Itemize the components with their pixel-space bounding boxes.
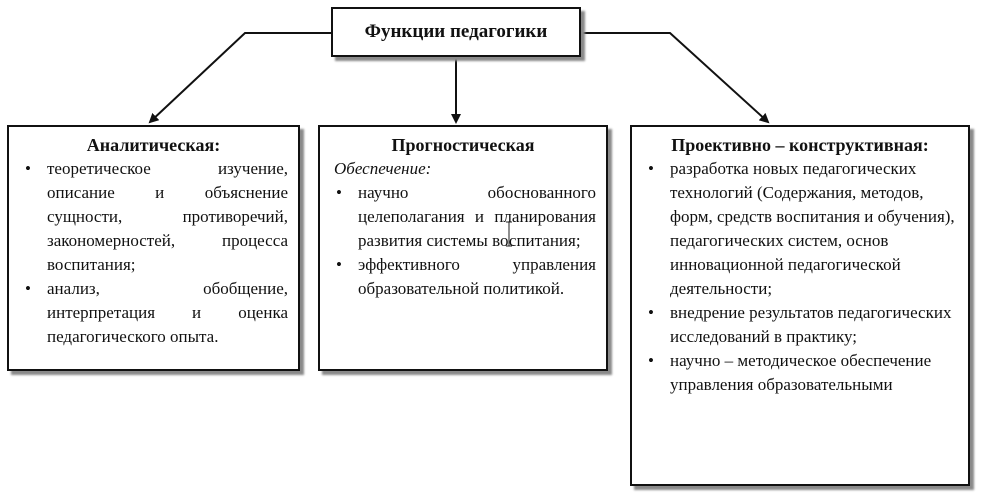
prognostic-function-box: Прогностическая Обеспечение: научно обос… xyxy=(318,125,608,371)
root-node: Функции педагогики xyxy=(331,7,581,57)
box-subtitle: Обеспечение: xyxy=(334,159,432,178)
list-item: разработка новых педагогических технолог… xyxy=(642,157,958,301)
i-beam-cursor-icon xyxy=(506,221,512,247)
list-item: теоретическое изучение, описание и объяс… xyxy=(19,157,288,277)
list-item: анализ, обобщение, интерпретация и оценк… xyxy=(19,277,288,349)
design-constructive-function-box: Проективно – конструктивная: разработка … xyxy=(630,125,970,486)
box-title: Прогностическая xyxy=(391,135,535,155)
box-title: Проективно – конструктивная: xyxy=(671,135,929,155)
list-item: внедрение результатов педагогических исс… xyxy=(642,301,958,349)
root-title: Функции педагогики xyxy=(364,21,548,42)
design-list: разработка новых педагогических технолог… xyxy=(642,157,958,397)
arrow-to-design xyxy=(583,32,770,124)
list-item: эффективного управления образовательной … xyxy=(330,253,596,301)
arrow-to-analytical xyxy=(148,32,331,124)
list-item: научно обоснованного целеполагания и пла… xyxy=(330,181,596,253)
list-item: научно – методическое обеспечение управл… xyxy=(642,349,958,397)
box-title: Аналитическая: xyxy=(86,135,221,155)
prognostic-list: научно обоснованного целеполагания и пла… xyxy=(330,181,596,301)
analytical-function-box: Аналитическая: теоретическое изучение, о… xyxy=(7,125,300,371)
analytical-list: теоретическое изучение, описание и объяс… xyxy=(19,157,288,349)
